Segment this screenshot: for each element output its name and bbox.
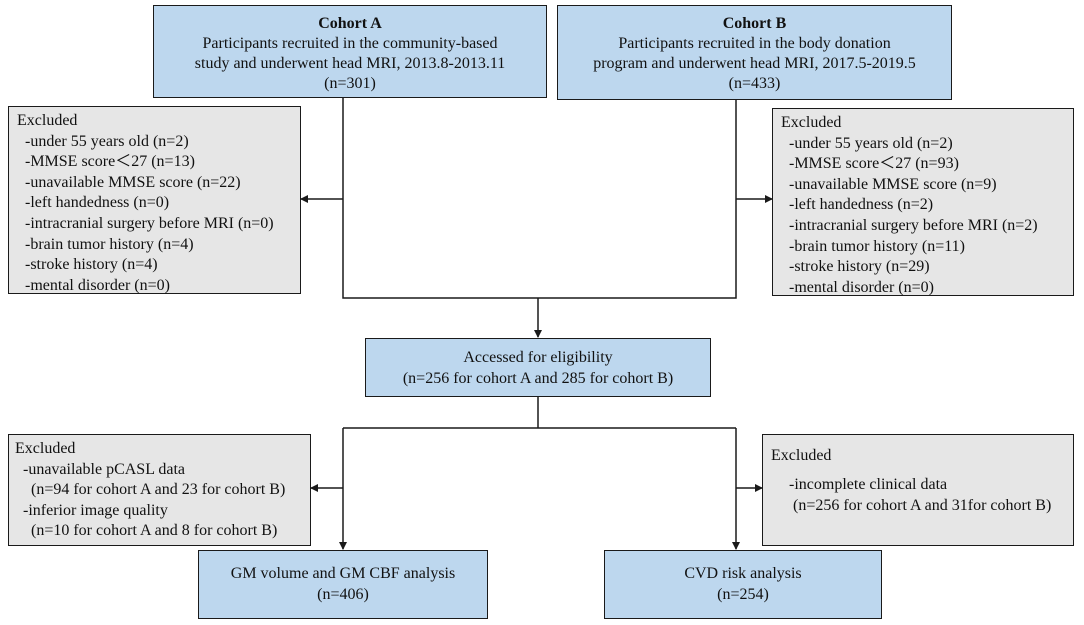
excluded-a-item: -under 55 years old (n=2) — [25, 132, 189, 150]
excluded-a-item: -unavailable MMSE score (n=22) — [25, 173, 241, 191]
excluded-b-item: -intracranial surgery before MRI (n=2) — [789, 216, 1038, 234]
excluded-b-item: -stroke history (n=29) — [789, 258, 930, 276]
excluded-c-box: Excluded -unavailable pCASL data (n=94 f… — [8, 434, 311, 546]
excluded-d-item-1: -incomplete clinical data — [789, 476, 948, 493]
connector-branch — [343, 397, 736, 429]
excluded-b-box: Excluded -under 55 years old (n=2) -MMSE… — [772, 108, 1074, 296]
excluded-d-heading: Excluded — [771, 447, 832, 464]
cohort-a-line-1: Participants recruited in the community-… — [202, 35, 498, 52]
excluded-c-item-2-detail: (n=10 for cohort A and 8 for cohort B) — [31, 522, 278, 539]
cohort-b-line-1: Participants recruited in the body donat… — [618, 35, 891, 52]
excluded-a-item: -MMSE score＜27 (n=13) — [25, 153, 195, 171]
cohort-b-box: Cohort B Participants recruited in the b… — [557, 5, 952, 100]
cvd-analysis-box: CVD risk analysis (n=254) — [604, 550, 882, 619]
cohort-b-line-3: (n=433) — [728, 75, 781, 92]
excluded-b-item: -unavailable MMSE score (n=9) — [789, 175, 997, 193]
excluded-a-heading: Excluded — [17, 112, 78, 129]
excluded-a-item: -mental disorder (n=0) — [25, 276, 170, 294]
cvd-analysis-line-1: CVD risk analysis — [684, 565, 802, 582]
cohort-b-title: Cohort B — [722, 15, 787, 32]
cohort-a-line-3: (n=301) — [324, 75, 376, 92]
excluded-c-heading: Excluded — [15, 440, 76, 457]
cohort-a-box: Cohort A Participants recruited in the c… — [153, 5, 547, 98]
connector-cohort-a-down — [342, 98, 737, 299]
excluded-c-item-2: -inferior image quality — [23, 501, 168, 519]
excluded-a-item: -intracranial surgery before MRI (n=0) — [25, 214, 274, 232]
excluded-c-item-1-detail: (n=94 for cohort A and 23 for cohort B) — [31, 481, 286, 498]
cohort-b-line-2: program and underwent head MRI, 2017.5-2… — [593, 55, 916, 72]
gm-analysis-box: GM volume and GM CBF analysis (n=406) — [198, 550, 488, 619]
cohort-a-title: Cohort A — [318, 15, 382, 32]
gm-analysis-line-2: (n=406) — [317, 586, 369, 603]
excluded-c-item-1: -unavailable pCASL data — [23, 460, 186, 478]
excluded-b-item: -MMSE score＜27 (n=93) — [789, 155, 959, 173]
cohort-a-line-2: study and underwent head MRI, 2013.8-201… — [194, 55, 506, 72]
excluded-d-item-1-detail: (n=256 for cohort A and 31for cohort B) — [793, 497, 1052, 514]
excluded-b-item: -mental disorder (n=0) — [789, 278, 934, 296]
eligibility-line-1: Accessed for eligibility — [463, 349, 613, 366]
excluded-a-item: -stroke history (n=4) — [25, 256, 158, 274]
excluded-b-heading: Excluded — [781, 114, 842, 131]
excluded-a-item: -brain tumor history (n=4) — [25, 235, 194, 253]
excluded-a-box: Excluded -under 55 years old (n=2) -MMSE… — [8, 106, 301, 294]
gm-analysis-line-1: GM volume and GM CBF analysis — [230, 565, 456, 582]
excluded-b-item: -brain tumor history (n=11) — [789, 237, 965, 255]
eligibility-box: Accessed for eligibility (n=256 for coho… — [365, 338, 711, 397]
eligibility-line-2: (n=256 for cohort A and 285 for cohort B… — [402, 370, 674, 387]
excluded-a-item: -left handedness (n=0) — [25, 194, 170, 212]
excluded-d-box: Excluded -incomplete clinical data (n=25… — [762, 434, 1074, 546]
excluded-b-item: -under 55 years old (n=2) — [789, 134, 953, 152]
cvd-analysis-line-2: (n=254) — [717, 586, 769, 603]
excluded-b-item: -left handedness (n=2) — [789, 196, 934, 214]
